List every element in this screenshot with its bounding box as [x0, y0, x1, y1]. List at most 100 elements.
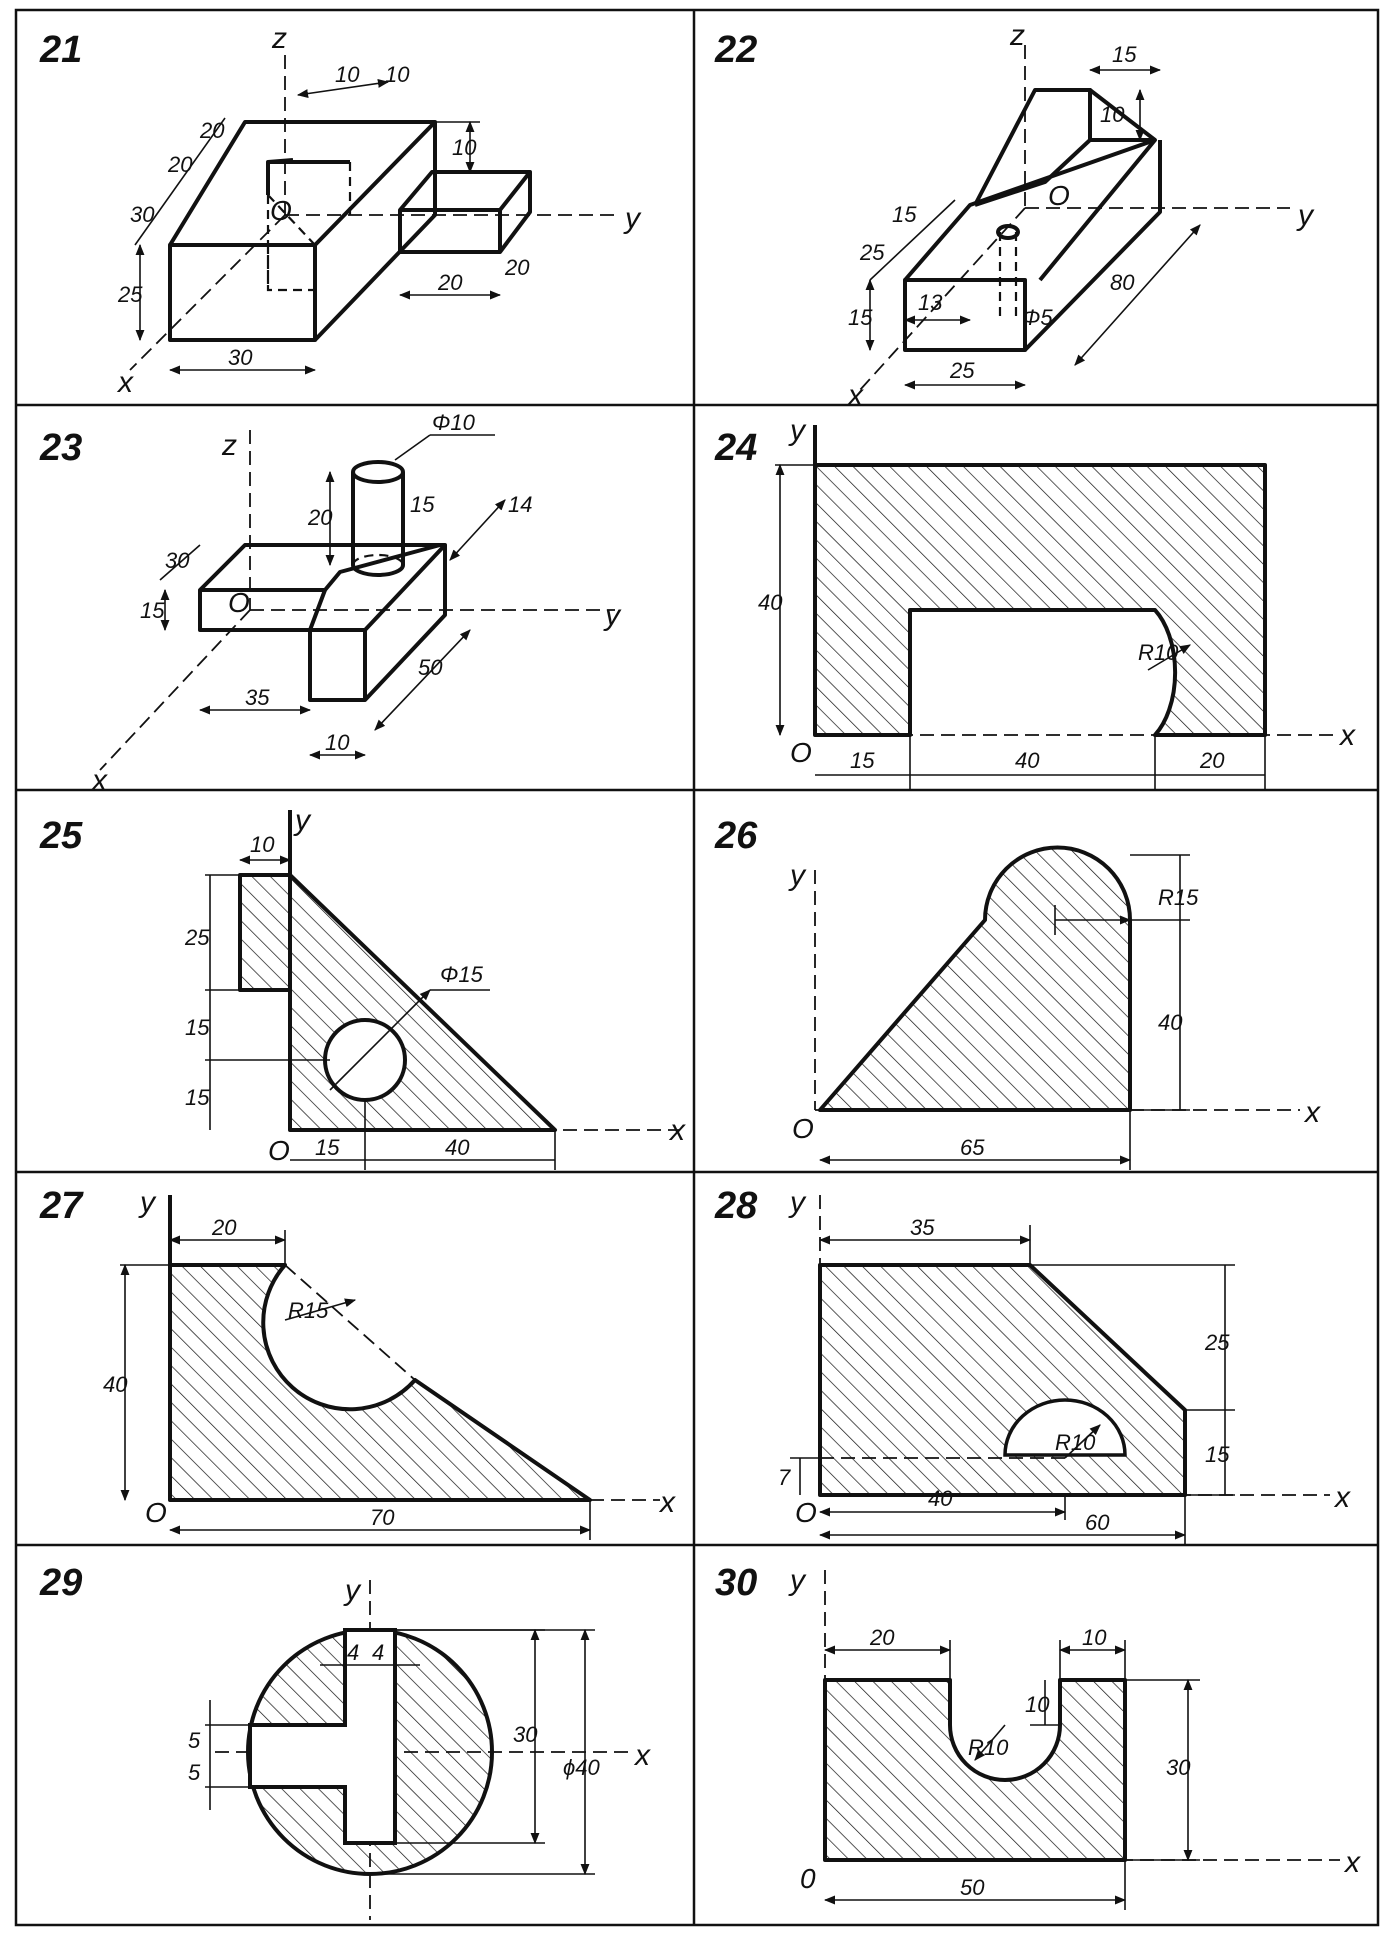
- panel-29: 29 y x O 4 4 5 5 30 ϕ40: [39, 1562, 651, 1920]
- panel-25: 25 y x O Φ15 10 25 15 15 15 40: [39, 804, 686, 1170]
- x-axis-label: x: [846, 379, 864, 412]
- dim-label: 10: [250, 832, 275, 857]
- y-axis-label: y: [343, 1574, 362, 1607]
- panel-number: 30: [715, 1562, 757, 1604]
- origin-label: O: [268, 1135, 290, 1166]
- sheet-grid: [14, 8, 1380, 1927]
- panel-24: 24 y x O 40 R10 15 40 20: [714, 414, 1356, 790]
- z-axis-label: z: [221, 429, 237, 462]
- dim-label: ϕ40: [563, 1755, 600, 1780]
- dim-label: R10: [968, 1735, 1009, 1760]
- dim-label: 4: [347, 1640, 359, 1665]
- dim-label: 60: [1085, 1510, 1110, 1535]
- dim-label: 30: [165, 548, 190, 573]
- dim-label: Φ10: [432, 410, 476, 435]
- dim-label: 10: [335, 62, 360, 87]
- origin-label: O: [790, 737, 812, 768]
- panel-27: 27 y x O R15 20 40 70: [39, 1185, 676, 1540]
- origin-label: 0: [800, 1863, 816, 1894]
- dim-label: 20: [869, 1625, 895, 1650]
- dim-label: 15: [140, 598, 165, 623]
- dim-label: 65: [960, 1135, 985, 1160]
- panel-number: 29: [39, 1562, 82, 1604]
- dim-label: 13: [918, 290, 943, 315]
- dim-label: 25: [949, 358, 975, 383]
- dim-label: 20: [1199, 748, 1225, 773]
- panel-number: 23: [39, 427, 82, 469]
- dim-label: 15: [185, 1015, 210, 1040]
- panel-number: 22: [714, 29, 757, 71]
- x-axis-label: x: [1343, 1846, 1361, 1879]
- dim-label: 20: [437, 270, 463, 295]
- dim-label: 80: [1110, 270, 1135, 295]
- y-axis-label: y: [788, 859, 807, 892]
- dim-label: 5: [188, 1760, 201, 1785]
- dim-label: 25: [859, 240, 885, 265]
- panel-number: 28: [714, 1185, 758, 1227]
- dim-label: 10: [1082, 1625, 1107, 1650]
- y-axis-label: y: [293, 804, 312, 837]
- dim-label: 15: [1205, 1442, 1230, 1467]
- dim-label: 10: [1100, 102, 1125, 127]
- z-axis-label: z: [1009, 19, 1025, 52]
- panel-number: 24: [714, 427, 757, 469]
- origin-label: O: [270, 195, 292, 226]
- dim-label: 15: [1112, 42, 1137, 67]
- dim-label: 40: [103, 1372, 128, 1397]
- panel-number: 25: [39, 815, 83, 857]
- origin-label: O: [228, 587, 250, 618]
- dim-label: 14: [508, 492, 532, 517]
- dim-label: 30: [513, 1722, 538, 1747]
- dim-label: 30: [1166, 1755, 1191, 1780]
- dim-label: 20: [167, 152, 193, 177]
- dim-label: 10: [385, 62, 410, 87]
- panel-23: 23 z y x O Φ10 20 15 14 30 15 35 50: [39, 410, 622, 797]
- dim-label: 35: [245, 685, 270, 710]
- origin-label: O: [1048, 180, 1070, 211]
- origin-label: O: [795, 1497, 817, 1528]
- panel-21: 21 z y x O 10 10 10 20 20 30 25 30: [39, 22, 642, 399]
- y-axis-label: y: [788, 1564, 807, 1597]
- z-axis-label: z: [271, 22, 287, 55]
- panel-28: 28 y x O R10 35 25 15 7 40 60: [714, 1185, 1351, 1545]
- dim-label: 25: [117, 282, 143, 307]
- dim-label: Φ15: [440, 962, 484, 987]
- x-axis-label: x: [1333, 1481, 1351, 1514]
- dim-label: 10: [452, 135, 477, 160]
- dim-label: R15: [288, 1298, 329, 1323]
- x-axis-label: x: [1303, 1096, 1321, 1129]
- dim-label: 7: [778, 1465, 791, 1490]
- dim-label: 15: [410, 492, 435, 517]
- dim-label: 15: [848, 305, 873, 330]
- y-axis-label: y: [623, 202, 642, 235]
- panel-number: 21: [39, 29, 82, 71]
- dim-label: 25: [1204, 1330, 1230, 1355]
- dim-label: 30: [130, 202, 155, 227]
- panel-26: 26 y x O R15 40 65: [714, 815, 1321, 1170]
- dim-label: 50: [418, 655, 443, 680]
- dim-label: R15: [1158, 885, 1199, 910]
- dim-label: 35: [910, 1215, 935, 1240]
- dim-label: 20: [211, 1215, 237, 1240]
- dim-label: 20: [199, 118, 225, 143]
- dim-label: 5: [188, 1728, 201, 1753]
- y-axis-label: y: [603, 599, 622, 632]
- dim-label: R10: [1055, 1430, 1096, 1455]
- dim-label: 40: [1015, 748, 1040, 773]
- dim-label: 4: [372, 1640, 384, 1665]
- dim-label: 10: [1025, 1692, 1050, 1717]
- x-axis-label: x: [90, 764, 108, 797]
- dim-label: 15: [315, 1135, 340, 1160]
- dim-label: 25: [184, 925, 210, 950]
- panel-number: 27: [39, 1185, 84, 1227]
- x-axis-label: x: [658, 1486, 676, 1519]
- dim-label: 50: [960, 1875, 985, 1900]
- dim-label: 40: [1158, 1010, 1183, 1035]
- y-axis-label: y: [788, 1186, 807, 1219]
- x-axis-label: x: [116, 366, 134, 399]
- y-axis-label: y: [788, 414, 807, 447]
- dim-label: 20: [307, 505, 333, 530]
- panel-30: 30 y x 0 20 10 10 R10 30 50: [715, 1562, 1361, 1910]
- dim-label: 40: [928, 1486, 953, 1511]
